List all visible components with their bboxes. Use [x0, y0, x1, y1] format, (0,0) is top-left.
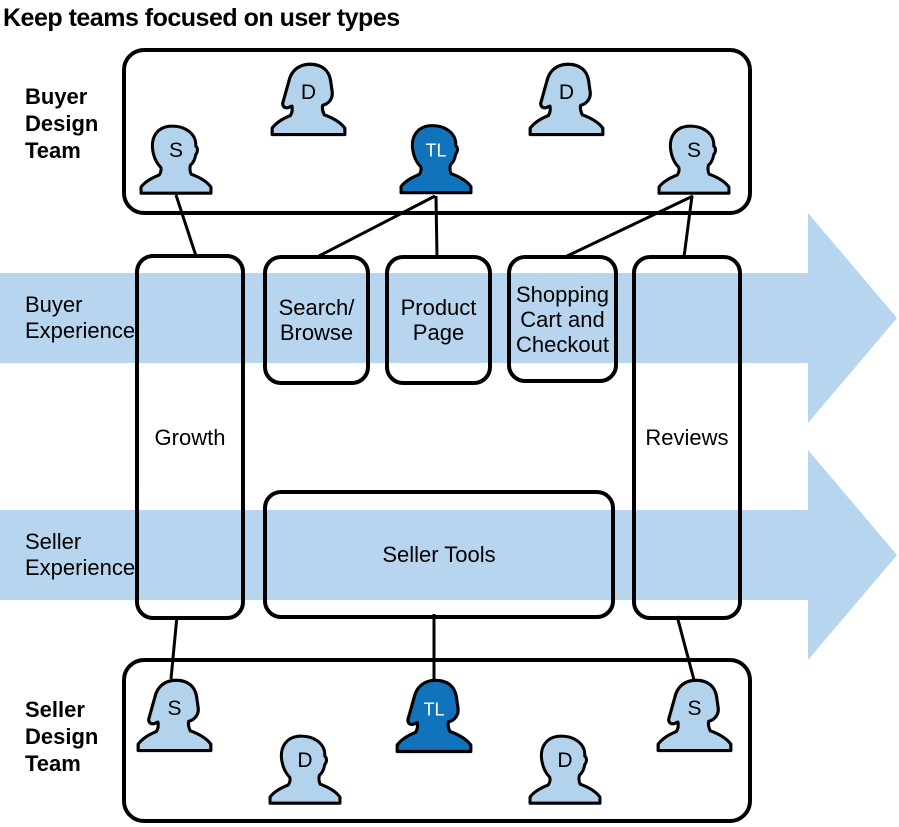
person-role-label: TL	[423, 699, 445, 720]
shopping-cart-label-line1: Shopping	[516, 281, 609, 307]
buyer-team-person-d-right-icon: D	[527, 59, 606, 139]
search-browse-label-line2: Browse	[279, 320, 354, 345]
buyer-team-person-tl-icon: TL	[398, 119, 474, 198]
seller-team-person-d-left-icon: D	[267, 730, 343, 808]
seller-tools-box: Seller Tools	[263, 490, 615, 619]
seller-team-person-s-right-icon: S	[655, 675, 734, 755]
seller-team-label-line2: Design	[25, 724, 99, 749]
buyer-experience-label: Buyer Experience	[0, 292, 810, 344]
search-browse-box: Search/ Browse	[263, 255, 370, 385]
growth-box-label: Growth	[154, 424, 226, 450]
seller-design-team-box	[122, 658, 752, 823]
buyer-experience-label-line2: Experience	[25, 318, 136, 343]
person-role-label: S	[167, 697, 182, 721]
buyer-experience-arrowhead-icon	[808, 213, 897, 423]
seller-team-person-d-right-icon: D	[527, 730, 603, 808]
buyer-team-label-line1: Buyer	[25, 84, 88, 109]
seller-experience-label-line2: Experience	[25, 555, 136, 580]
growth-box: Growth	[135, 254, 245, 620]
seller-design-team-label: Seller Design Team	[25, 696, 98, 777]
person-role-label: S	[686, 139, 701, 163]
product-page-box: Product Page	[385, 255, 492, 385]
person-role-label: D	[297, 749, 313, 773]
seller-team-person-tl-icon: TL	[394, 675, 474, 756]
buyer-team-person-s-left-icon: S	[138, 120, 214, 198]
buyer-design-team-label: Buyer Design Team	[25, 83, 98, 164]
product-page-label-line2: Page	[412, 320, 465, 345]
seller-team-person-s-left-icon: S	[135, 675, 214, 755]
person-role-label: D	[300, 81, 317, 105]
reviews-box-label: Reviews	[645, 425, 729, 450]
seller-experience-label: Seller Experience	[0, 529, 810, 581]
shopping-cart-label-line3: Checkout	[516, 331, 609, 357]
person-role-label: TL	[425, 140, 447, 161]
seller-team-label-line3: Team	[25, 751, 81, 776]
person-role-label: D	[558, 81, 575, 105]
buyer-team-label-line3: Team	[25, 138, 81, 163]
seller-experience-label-line1: Seller	[25, 529, 82, 554]
shopping-cart-label-line2: Cart and	[520, 306, 605, 332]
buyer-team-person-d-left-icon: D	[269, 59, 348, 139]
shopping-cart-checkout-box: Shopping Cart and Checkout	[507, 255, 618, 383]
seller-tools-box-label: Seller Tools	[382, 542, 496, 567]
buyer-team-person-s-right-icon: S	[656, 120, 732, 198]
seller-experience-arrowhead-icon	[808, 450, 897, 660]
person-role-label: D	[557, 749, 573, 773]
buyer-experience-label-line1: Buyer	[25, 292, 83, 317]
diagram-title: Keep teams focused on user types	[3, 4, 400, 32]
reviews-box: Reviews	[632, 255, 742, 620]
person-role-label: S	[687, 697, 702, 721]
buyer-team-label-line2: Design	[25, 111, 99, 136]
search-browse-label-line1: Search/	[278, 295, 355, 320]
seller-team-label-line1: Seller	[25, 697, 85, 722]
product-page-label-line1: Product	[400, 295, 477, 320]
person-role-label: S	[168, 139, 183, 163]
